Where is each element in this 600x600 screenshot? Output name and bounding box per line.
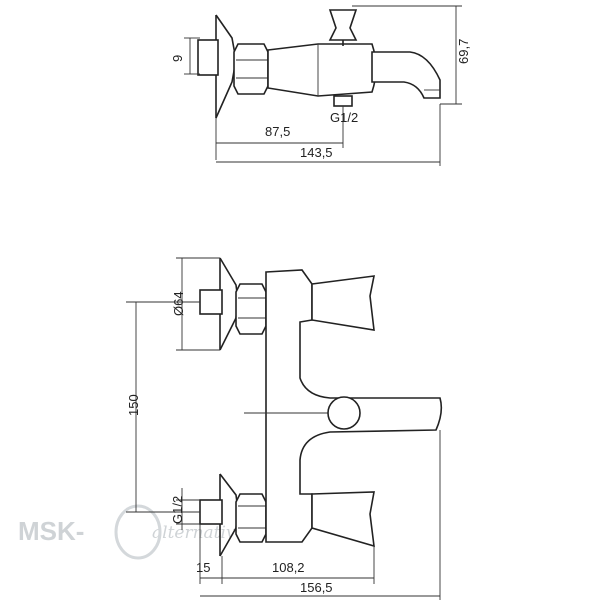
top-dim-bolt: 9 bbox=[170, 55, 185, 62]
top-hex-nut bbox=[233, 43, 269, 95]
watermark-script: alternativa bbox=[152, 523, 246, 543]
upper-hex-nut bbox=[235, 283, 267, 335]
front-dim-inner-width: 108,2 bbox=[272, 560, 305, 575]
top-bottom-connector bbox=[333, 95, 353, 107]
diverter-knob bbox=[327, 396, 361, 430]
front-dim-total-width: 156,5 bbox=[300, 580, 333, 595]
front-dim-offset: 15 bbox=[196, 560, 210, 575]
front-dim-center-distance: 150 bbox=[126, 394, 141, 416]
top-flange-outline bbox=[215, 14, 237, 119]
top-body bbox=[267, 43, 377, 97]
top-dim-depth-total: 143,5 bbox=[300, 145, 333, 160]
top-inlet-stub bbox=[197, 39, 219, 76]
upper-handle bbox=[311, 275, 376, 331]
top-spout bbox=[371, 51, 441, 99]
watermark-brand: MSK- bbox=[18, 516, 84, 546]
front-view: Ø64 150 G1/2 15 108,2 156,5 bbox=[126, 257, 443, 600]
lower-handle bbox=[311, 491, 375, 548]
front-dim-flange-dia: Ø64 bbox=[171, 291, 186, 316]
watermark-at-logo bbox=[114, 504, 162, 560]
top-dim-thread: G1/2 bbox=[330, 110, 358, 125]
top-handle bbox=[328, 9, 358, 41]
top-dim-depth-inlet: 87,5 bbox=[265, 124, 290, 139]
upper-inlet-stub bbox=[199, 289, 223, 315]
top-view: 9 69,7 G1/2 87,5 143,5 bbox=[170, 5, 471, 166]
lower-hex-nut bbox=[235, 493, 267, 543]
front-dim-thread: G1/2 bbox=[170, 496, 185, 524]
watermark: MSK- alternativa bbox=[18, 504, 246, 560]
lower-inlet-stub bbox=[199, 499, 223, 525]
top-dim-height: 69,7 bbox=[456, 39, 471, 64]
